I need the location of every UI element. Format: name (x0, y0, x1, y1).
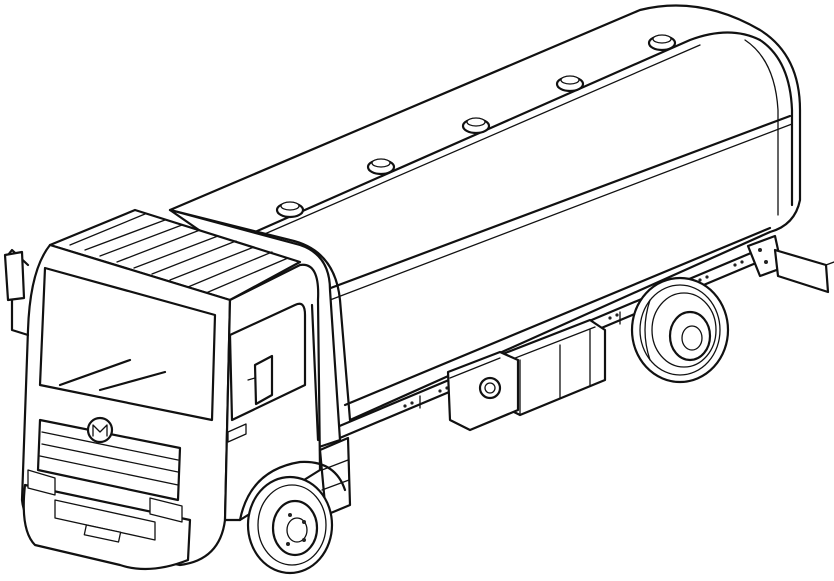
front-mudguard (238, 460, 347, 522)
tank-hatch (366, 158, 396, 176)
roof-ribs (69, 213, 289, 294)
front-wheel (246, 475, 334, 575)
side-mirror (247, 354, 274, 406)
truck-cab (3, 208, 342, 567)
tank-body (168, 4, 802, 422)
battery-box (446, 350, 520, 432)
headlight (149, 497, 183, 523)
rear-hitch (746, 234, 834, 294)
left-mirror (3, 248, 30, 337)
brand-emblem (86, 416, 114, 444)
tank-hatch (647, 34, 677, 52)
front-grille (36, 416, 182, 502)
front-bumper (22, 469, 192, 571)
cab-steps (318, 436, 352, 517)
rear-wheel (630, 276, 730, 384)
tank-hatch (461, 117, 491, 135)
headlight (27, 469, 56, 496)
tank-hatch (275, 201, 305, 219)
tank-hatches (275, 34, 677, 219)
tank-hatch (555, 75, 585, 93)
fog-lights (83, 524, 122, 543)
